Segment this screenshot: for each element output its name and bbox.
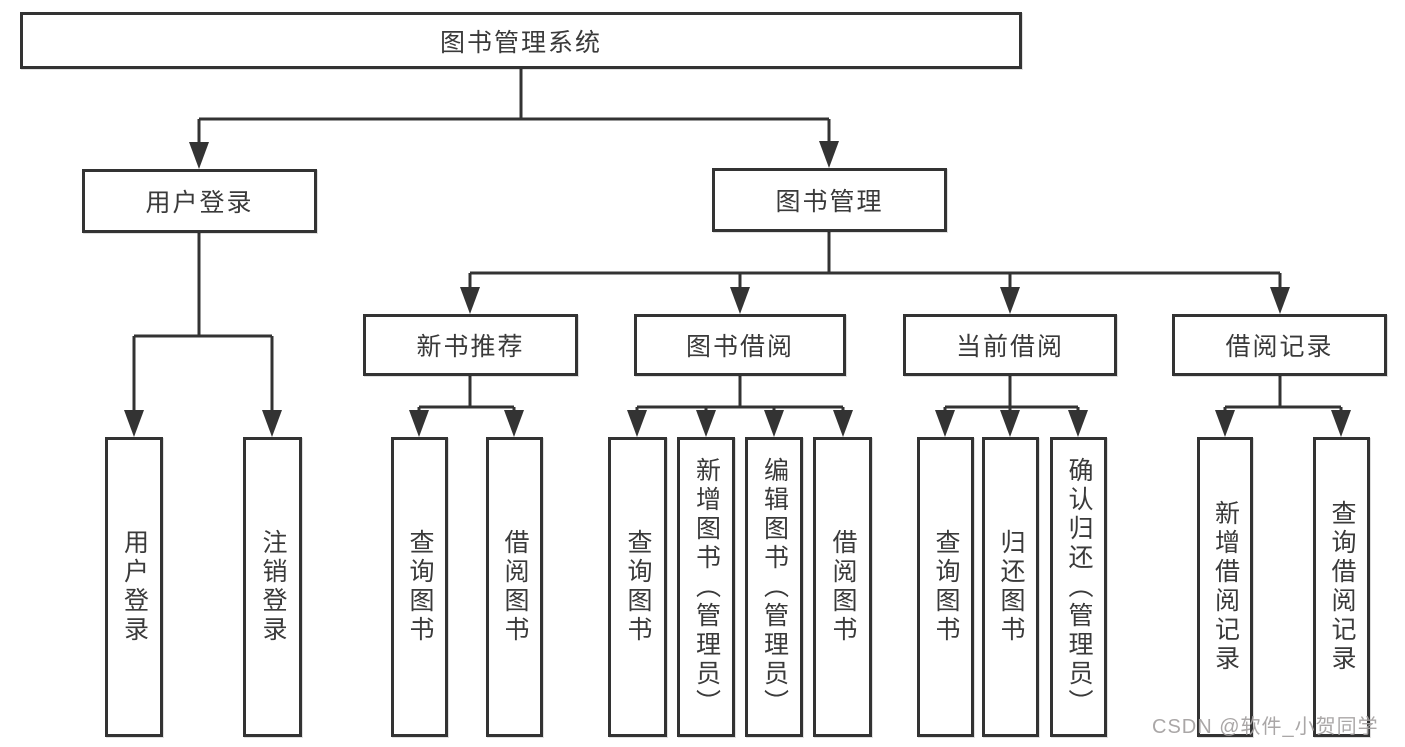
node-user-login: 用户登录 (82, 169, 317, 233)
leaf-bb-borrow-books-label: 借阅图书 (829, 529, 857, 645)
leaf-nb-query-books-label: 查询图书 (406, 529, 434, 645)
leaf-br-add-record-label: 新增借阅记录 (1211, 500, 1240, 674)
leaf-bb-add-books-admin: 新增图书（管理员） (677, 437, 735, 737)
leaf-cb-confirm-return-admin: 确认归还（管理员） (1050, 437, 1107, 737)
node-root: 图书管理系统 (20, 12, 1022, 69)
leaf-logout: 注销登录 (243, 437, 302, 737)
node-borrowing-records-label: 借阅记录 (1225, 333, 1334, 361)
leaf-cb-query-books-label: 查询图书 (932, 529, 960, 645)
leaf-br-add-record: 新增借阅记录 (1197, 437, 1253, 737)
node-new-book-recommendation: 新书推荐 (363, 314, 578, 376)
node-book-borrowing: 图书借阅 (634, 314, 846, 376)
csdn-watermark: CSDN @软件_小贺同学 (1152, 716, 1379, 738)
node-borrowing-records: 借阅记录 (1172, 314, 1387, 376)
node-root-label: 图书管理系统 (439, 28, 602, 57)
leaf-user-login-label: 用户登录 (120, 529, 149, 645)
node-book-borrowing-label: 图书借阅 (685, 333, 794, 361)
leaf-cb-return-books: 归还图书 (982, 437, 1039, 737)
leaf-bb-query-books: 查询图书 (608, 437, 667, 737)
leaf-nb-borrow-books: 借阅图书 (486, 437, 543, 737)
leaf-cb-query-books: 查询图书 (917, 437, 974, 737)
leaf-logout-label: 注销登录 (259, 529, 287, 645)
node-user-login-label: 用户登录 (145, 189, 254, 217)
leaf-user-login: 用户登录 (105, 437, 163, 737)
leaf-nb-borrow-books-label: 借阅图书 (501, 529, 529, 645)
leaf-nb-query-books: 查询图书 (391, 437, 448, 737)
leaf-cb-return-books-label: 归还图书 (997, 529, 1025, 645)
node-new-book-recommendation-label: 新书推荐 (416, 333, 525, 361)
node-current-borrowing: 当前借阅 (903, 314, 1117, 376)
leaf-bb-add-books-admin-label: 新增图书（管理员） (692, 456, 721, 718)
leaf-bb-edit-books-admin: 编辑图书（管理员） (745, 437, 803, 737)
leaf-bb-borrow-books: 借阅图书 (813, 437, 872, 737)
node-book-management-label: 图书管理 (775, 188, 884, 216)
leaf-br-query-record: 查询借阅记录 (1313, 437, 1370, 737)
leaf-br-query-record-label: 查询借阅记录 (1328, 500, 1356, 674)
leaf-bb-edit-books-admin-label: 编辑图书（管理员） (760, 456, 789, 718)
leaf-bb-query-books-label: 查询图书 (624, 529, 652, 645)
node-current-borrowing-label: 当前借阅 (955, 333, 1064, 361)
node-book-management: 图书管理 (712, 168, 947, 232)
leaf-cb-confirm-return-admin-label: 确认归还（管理员） (1065, 456, 1093, 718)
